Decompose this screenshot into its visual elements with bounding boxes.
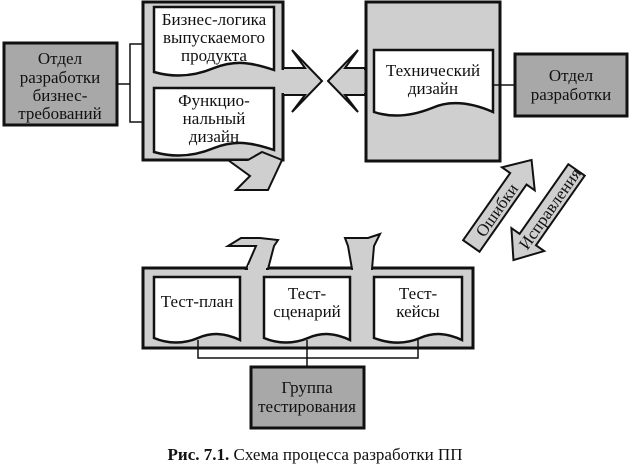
doc-business-logic-line3: продукта — [181, 46, 247, 65]
doc-functional-design: Функцио- нальный дизайн — [152, 86, 276, 157]
doc-functional-design-line3: дизайн — [189, 127, 239, 146]
doc-functional-design-line1: Функцио- — [178, 91, 250, 110]
dept-business-requirements: Отдел разработки бизнес- требований — [2, 41, 119, 127]
doc-business-logic-line2: выпускаемого — [163, 28, 265, 47]
dept-business-requirements-line2: разработки — [20, 68, 101, 87]
dept-business-requirements-line1: Отдел — [38, 49, 83, 68]
arrow-join-left — [280, 70, 286, 93]
arrow-join-test-left — [248, 265, 266, 271]
dept-development-line1: Отдел — [549, 66, 594, 85]
doc-business-logic: Бизнес-логика выпускаемого продукта — [152, 5, 276, 77]
doc-functional-design-line2: нальный — [183, 109, 246, 128]
doc-technical-design: Технический дизайн — [372, 48, 495, 117]
doc-technical-design-line1: Технический — [386, 61, 480, 80]
doc-test-plan-line1: Тест-план — [161, 292, 234, 311]
doc-test-cases-line2: кейсы — [396, 302, 440, 321]
connector-testing — [197, 340, 419, 367]
dept-testing-group: Группа тестирования — [249, 365, 366, 430]
dept-business-requirements-line4: требований — [18, 104, 101, 123]
arrow-testing-to-design — [224, 237, 280, 270]
doc-business-logic-line1: Бизнес-логика — [162, 10, 267, 29]
dept-business-requirements-line3: бизнес- — [33, 86, 88, 105]
doc-test-scenario: Тест- сценарий — [262, 275, 352, 344]
arrow-testing-to-tech — [343, 232, 382, 270]
figure-caption: Рис. 7.1. Схема процесса разработки ПП — [168, 445, 463, 464]
arrow-right-to-tech — [282, 49, 324, 113]
doc-test-plan: Тест-план — [152, 275, 242, 344]
arrow-join-test-right — [353, 265, 371, 271]
dept-testing-group-line2: тестирования — [258, 397, 356, 416]
doc-test-cases-line1: Тест- — [399, 284, 438, 303]
doc-technical-design-line2: дизайн — [408, 79, 458, 98]
dept-development-line2: разработки — [531, 85, 612, 104]
doc-test-scenario-line2: сценарий — [273, 302, 341, 321]
dept-testing-group-line1: Группа — [281, 378, 333, 397]
doc-test-scenario-line1: Тест- — [288, 284, 327, 303]
doc-test-cases: Тест- кейсы — [372, 275, 464, 344]
caption-text: Схема процесса разработки ПП — [229, 445, 462, 464]
arrow-left-from-tech — [326, 49, 366, 113]
caption-label: Рис. 7.1. — [168, 445, 230, 464]
dept-development: Отдел разработки — [513, 52, 629, 118]
arrow-design-to-testing — [224, 150, 284, 191]
